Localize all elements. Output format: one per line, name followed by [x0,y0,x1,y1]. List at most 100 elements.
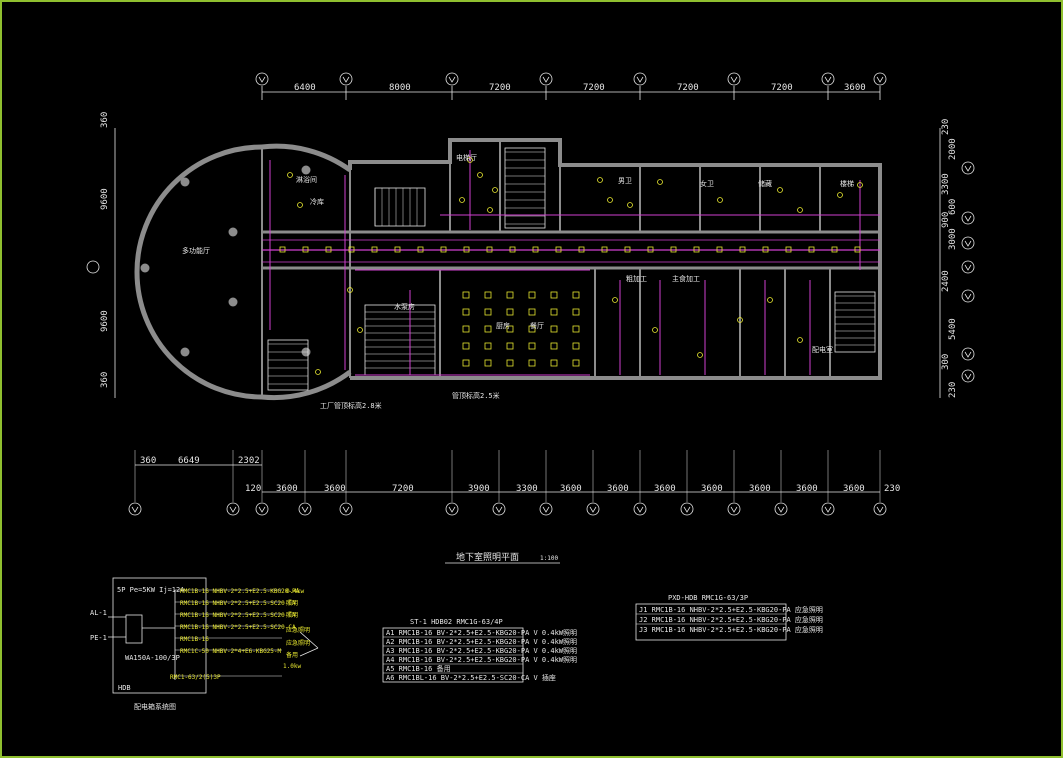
panel-right-row: J2 RMC1B-16 NHBV-2*2.5+E2.5-KBG20-PA 应急照… [639,615,823,624]
left-panel-circuit-lines [175,589,282,677]
axis-bubble [633,502,647,516]
corridor-light [739,246,746,253]
right-panel-table [635,603,787,641]
bottom-dimension-value: 3600 [324,484,346,494]
room-label: 餐厅 [530,321,544,330]
axis-bubble [961,211,975,225]
ceiling-light [572,291,580,299]
axis-bubble-mark [229,506,237,513]
ceiling-light [572,325,580,333]
downlight [857,182,863,188]
panel-left-circuit: RMC1B-16 NHBV-2*2.5+E2.5-SC20-CA [180,600,296,607]
ceiling-light [506,342,514,350]
panel-left-header: 5P Pe=5KW Ij=12A [117,586,185,594]
column [228,297,238,307]
axis-bubble-mark [964,215,972,222]
panel-mid-row: A2 RMC1B-16 BV-2*2.5+E2.5-KBG20-PA V 0.4… [386,638,577,646]
light-fixtures [279,157,863,375]
bottom-dimension-value: 3600 [607,484,629,494]
bottom-dimension-value: 3600 [654,484,676,494]
corridor-light [371,246,378,253]
ceiling-light [484,359,492,367]
ceiling-light [550,342,558,350]
panel-left-note: 应急照明 [286,639,310,647]
bottom-dimension-value: 3600 [276,484,298,494]
panel-left-note: 1.0kw [283,663,301,670]
axis-bubble [445,502,459,516]
corridor-light [325,246,332,253]
middle-panel-table [382,627,524,683]
axis-bubble [586,502,600,516]
bottom-dimension-value: 3600 [560,484,582,494]
ceiling-light [506,359,514,367]
ceiling-light [528,342,536,350]
panel-mid-row: A4 RMC1B-16 BV-2*2.5+E2.5-KBG20-PA V 0.4… [386,656,577,664]
ceiling-note: 管顶标高2.5米 [452,391,500,400]
corridor-light [716,246,723,253]
ceiling-light [572,308,580,316]
corridor-light [831,246,838,253]
axis-bubble [873,72,887,86]
panel-mid-header: ST-1 HDB02 RMC1G-63/4P [410,618,503,626]
room-label: 厨房 [496,321,510,330]
corridor-light [555,246,562,253]
right-dimension-value: 5400 [948,318,958,340]
axis-bubble-mark [448,76,456,83]
ceiling-light [550,308,558,316]
bottom-dimension-value: 360 [140,456,156,466]
axis-bubble-mark [589,506,597,513]
downlight [612,297,618,303]
panel-left-note: 备用 [286,651,298,659]
axis-bubble-mark [683,506,691,513]
ceiling-light [550,291,558,299]
room-label: 多功能厅 [182,246,210,255]
downlight [297,202,303,208]
left-panel-diagram [108,577,319,694]
downlight [597,177,603,183]
bottom-dimension-value: 3600 [701,484,723,494]
downlight [717,197,723,203]
panel-left-note: 0.4kw [286,588,304,595]
corridor-light [808,246,815,253]
ceiling-light [484,342,492,350]
downlight [837,192,843,198]
ceiling-light [484,291,492,299]
bottom-dimension-value: 3300 [516,484,538,494]
axis-bubble [298,502,312,516]
axis-bubble [961,236,975,250]
axis-bubble-mark [342,76,350,83]
axis-bubble [821,72,835,86]
panel-left-note: 照明 [286,612,298,619]
axis-bubble [961,260,975,274]
room-label: 电梯厅 [456,153,477,162]
corridor-light [417,246,424,253]
corridor-light [394,246,401,253]
panel-left-circuit: RMC1-63/2(5)3P [170,674,221,681]
corridor-light [601,246,608,253]
axis-bubble-mark [730,506,738,513]
bottom-dimension-value: 120 [245,484,261,494]
top-dimension-value: 8000 [389,83,411,93]
ceiling-light [550,325,558,333]
axis-bubble [774,502,788,516]
corridor-light [440,246,447,253]
axis-bubble-mark [964,373,972,380]
axis-bubble-mark [131,506,139,513]
top-dimension-value: 7200 [677,83,699,93]
panel-mid-row: A1 RMC1B-16 BV-2*2.5+E2.5-KBG20-PA V 0.4… [386,629,577,637]
panel-left-note: 应急照明 [286,626,310,634]
bottom-dimension-value: 6649 [178,456,200,466]
corridor-light [348,246,355,253]
corridor-light [624,246,631,253]
corridor-light [762,246,769,253]
panel-left-circuit: RMC1B-16 NHBV-2*2.5+E2.5-SC20-CA [180,624,296,631]
column [180,177,190,187]
plan-title: 地下室照明平面 [456,551,519,563]
ceiling-light [484,308,492,316]
axis-bubble-mark [824,76,832,83]
ceiling-light [572,359,580,367]
axis-bubble-mark [636,506,644,513]
axis-bubble-mark [636,76,644,83]
room-label: 楼梯 [840,179,854,188]
